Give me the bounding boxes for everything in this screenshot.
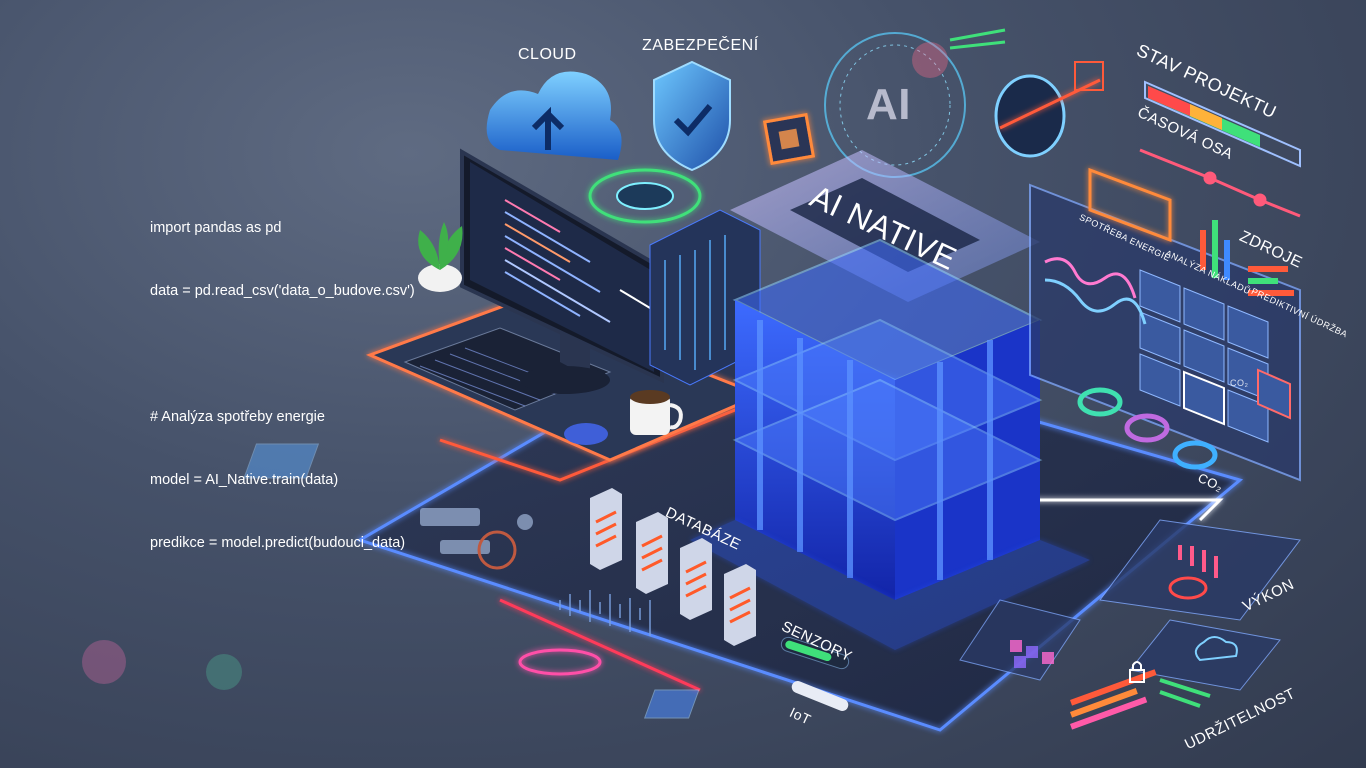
progress-bar xyxy=(1144,80,1301,168)
timeline xyxy=(1139,148,1301,218)
sustainability-bars xyxy=(1159,678,1211,708)
heatmap xyxy=(1010,640,1054,668)
data-wires xyxy=(949,28,1006,50)
performance-panel xyxy=(1099,519,1301,621)
waveform xyxy=(559,590,651,636)
ai-brain-glow xyxy=(912,42,948,78)
code-snippet: import pandas as pd data = pd.read_csv('… xyxy=(150,176,415,575)
ui-mini-icons xyxy=(420,508,533,570)
bokeh-light xyxy=(82,640,126,684)
laser-beam xyxy=(999,78,1101,130)
monitor-code-lines xyxy=(504,199,651,323)
color-bars xyxy=(1069,669,1157,730)
info-panel xyxy=(643,689,700,719)
laser-target xyxy=(1074,61,1104,91)
code-line: # Analýza spotřeby energie xyxy=(150,409,325,425)
performance-bars xyxy=(1178,545,1218,578)
code-line: import pandas as pd xyxy=(150,220,282,236)
cloud-upload-icon xyxy=(486,71,622,160)
check-mark xyxy=(673,104,713,137)
radar-core xyxy=(616,182,674,210)
radar-ring xyxy=(588,168,702,224)
line-chart xyxy=(1044,278,1147,325)
floor-outline xyxy=(356,328,1244,732)
co2-ring xyxy=(1172,440,1218,470)
neon-line xyxy=(439,398,761,482)
coffee xyxy=(630,390,670,404)
database-servers xyxy=(590,488,756,646)
info-panel xyxy=(243,443,320,479)
building xyxy=(690,238,1090,650)
ai-native-frame-inner xyxy=(790,178,980,272)
mug-handle xyxy=(669,403,683,430)
monitor-stand xyxy=(560,330,590,378)
mug-icon xyxy=(630,395,670,435)
neon-line xyxy=(1020,498,1224,522)
co2-ring xyxy=(1124,413,1170,443)
code-line: model = AI_Native.train(data) xyxy=(150,472,339,488)
monitor-base xyxy=(520,366,610,394)
line-chart xyxy=(1044,257,1137,299)
shield-check-icon xyxy=(653,60,731,172)
code-line: predikce = model.predict(budouci_data) xyxy=(150,535,406,551)
resource-frame xyxy=(1088,167,1172,243)
code-line xyxy=(150,344,415,365)
ai-brain-mesh xyxy=(839,44,951,166)
neon-line xyxy=(499,598,701,692)
sensor-bar-fill xyxy=(785,640,832,662)
label-ai-letters: AI xyxy=(866,80,911,129)
server-lights xyxy=(664,235,726,370)
lens-icon xyxy=(994,74,1066,158)
iot-bar xyxy=(791,681,849,711)
monitor-screen xyxy=(470,162,654,372)
neon-ring xyxy=(518,648,602,676)
plant-icon xyxy=(418,222,463,270)
gauge-icon xyxy=(1168,576,1208,600)
co2-ring xyxy=(1077,387,1123,417)
chip-core xyxy=(778,128,800,150)
analytics-tiles xyxy=(1139,269,1291,443)
cloud-mini-icon xyxy=(1194,636,1238,662)
upload-arrow xyxy=(531,106,565,150)
plant-pot xyxy=(418,264,462,292)
resource-bars xyxy=(1200,220,1294,296)
cloud-panel xyxy=(1129,619,1281,691)
lock-icon xyxy=(1129,661,1145,683)
bokeh-light xyxy=(206,654,242,690)
code-line: data = pd.read_csv('data_o_budove.csv') xyxy=(150,283,415,299)
label-security: ZABEZPEČENÍ xyxy=(642,37,759,54)
label-cloud: CLOUD xyxy=(518,46,577,63)
mouse xyxy=(564,423,608,445)
label-co2-tile: CO₂ xyxy=(1230,378,1249,388)
